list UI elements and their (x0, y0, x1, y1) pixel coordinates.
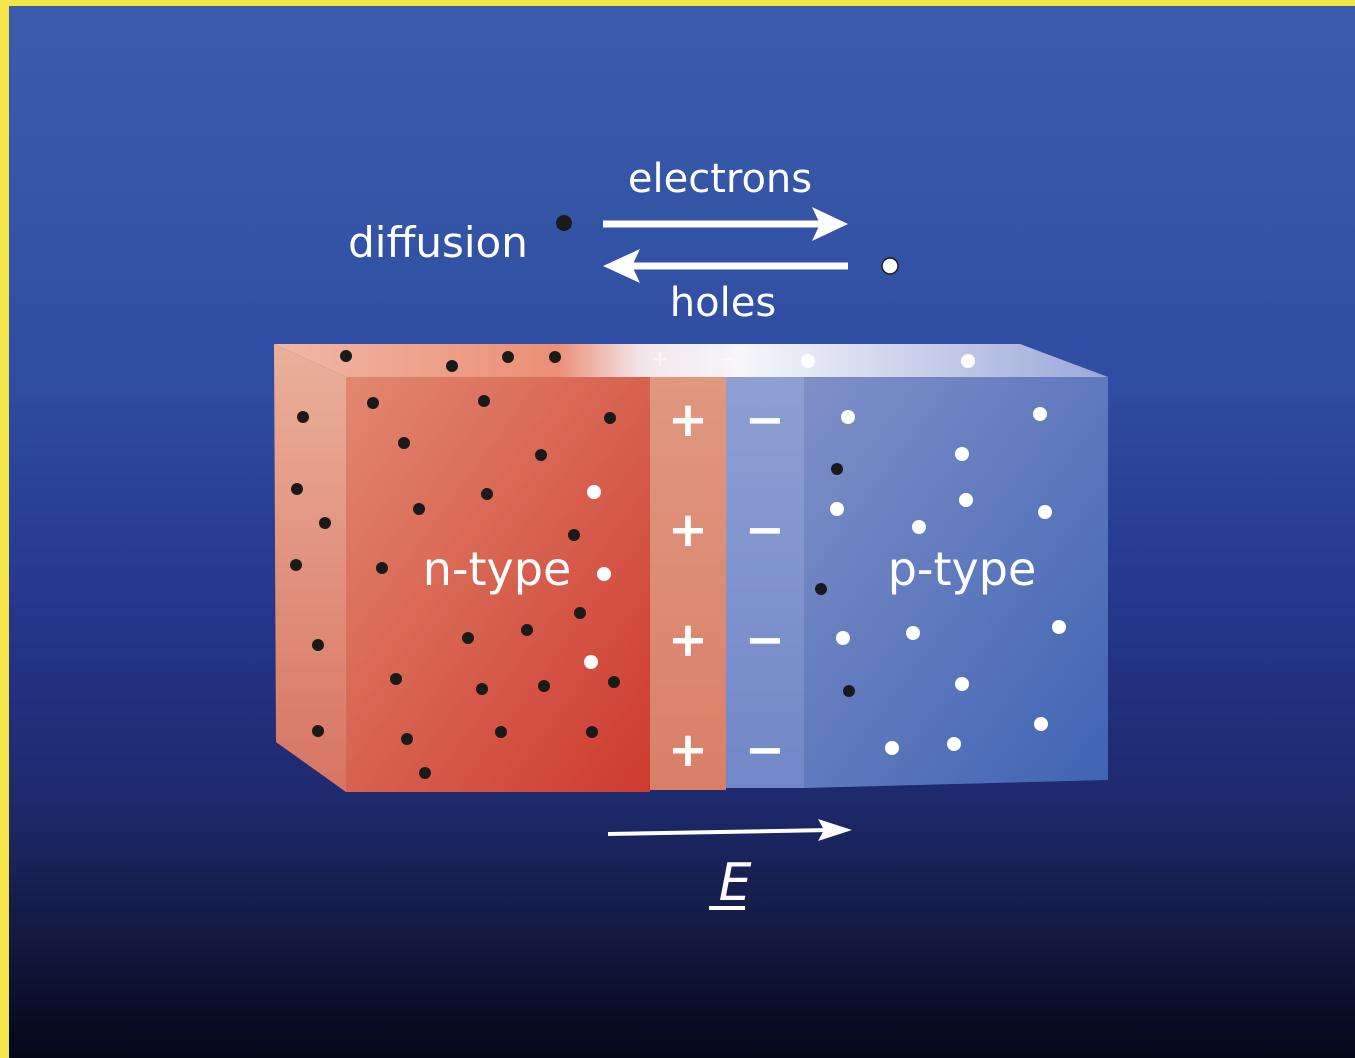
electron-dot (319, 517, 331, 529)
hole-dot (947, 737, 961, 751)
depletion-negative-layer (726, 377, 804, 788)
electron-dot (312, 725, 324, 737)
plus-sign: + (668, 502, 708, 558)
n-type-label: n-type (423, 542, 572, 596)
hole-dot (955, 677, 969, 691)
electron-dot (481, 488, 493, 500)
top-minus-sign: − (719, 347, 737, 372)
diffusion-label: diffusion (348, 218, 528, 267)
electron-dot (291, 483, 303, 495)
plus-sign: + (668, 392, 708, 448)
holes-label: holes (670, 280, 776, 326)
hole-dot (587, 485, 601, 499)
electron-dot (462, 632, 474, 644)
electron-dot (367, 397, 379, 409)
electron-dot (290, 559, 302, 571)
electron-dot (340, 350, 352, 362)
hole-dot (885, 741, 899, 755)
minus-sign: − (745, 392, 785, 448)
hole-dot (1052, 620, 1066, 634)
electron-dot (446, 360, 458, 372)
semiconductor-block (274, 344, 1108, 792)
electron-dot (413, 503, 425, 515)
hole-legend-dot (881, 257, 899, 275)
electron-dot (419, 767, 431, 779)
hole-dot (801, 354, 815, 368)
electric-field-label: E (719, 853, 752, 913)
electron-dot (521, 624, 533, 636)
electron-dot (608, 676, 620, 688)
electron-dot (604, 412, 616, 424)
p-type-label: p-type (888, 542, 1037, 596)
electron-dot (495, 726, 507, 738)
n-region-side-face (274, 344, 346, 792)
electron-dot (476, 683, 488, 695)
hole-dot (955, 447, 969, 461)
block-top-face (274, 344, 1108, 377)
electron-dot (574, 607, 586, 619)
hole-dot (1034, 717, 1048, 731)
electron-dot (398, 437, 410, 449)
electron-dot (568, 529, 580, 541)
hole-dot (1038, 505, 1052, 519)
electron-dot (549, 351, 561, 363)
minus-sign: − (745, 612, 785, 668)
n-region-front (346, 377, 650, 792)
electron-dot (535, 449, 547, 461)
hole-dot (959, 493, 973, 507)
hole-dot (830, 502, 844, 516)
electron-dot (401, 733, 413, 745)
positive-charges: + + + + (668, 392, 708, 778)
electron-dot (586, 726, 598, 738)
minus-sign: − (745, 502, 785, 558)
electrons (290, 350, 855, 779)
electron-dot (502, 351, 514, 363)
plus-sign: + (668, 612, 708, 668)
electric-field-arrow (607, 819, 852, 841)
top-plus-sign: + (651, 347, 669, 372)
hole-diffusion-arrow (603, 249, 848, 283)
electron-dot (478, 395, 490, 407)
electron-dot (815, 583, 827, 595)
hole-dot (912, 520, 926, 534)
hole-dot (841, 410, 855, 424)
electron-diffusion-arrow (603, 207, 848, 241)
electrons-label: electrons (628, 156, 812, 202)
holes (584, 354, 1066, 755)
electron-dot (390, 673, 402, 685)
hole-dot (836, 631, 850, 645)
electron-dot (297, 411, 309, 423)
hole-dot (584, 655, 598, 669)
hole-dot (1033, 407, 1047, 421)
electron-dot (312, 639, 324, 651)
electron-dot (376, 562, 388, 574)
hole-dot (597, 567, 611, 581)
electron-dot (538, 680, 550, 692)
electron-dot (843, 685, 855, 697)
depletion-positive-layer (650, 377, 726, 790)
electron-dot (831, 463, 843, 475)
negative-charges: − − − − (745, 392, 785, 778)
hole-dot (906, 626, 920, 640)
hole-dot (961, 354, 975, 368)
electron-legend-dot (556, 215, 572, 231)
plus-sign: + (668, 722, 708, 778)
p-region-front (804, 377, 1108, 788)
minus-sign: − (745, 722, 785, 778)
